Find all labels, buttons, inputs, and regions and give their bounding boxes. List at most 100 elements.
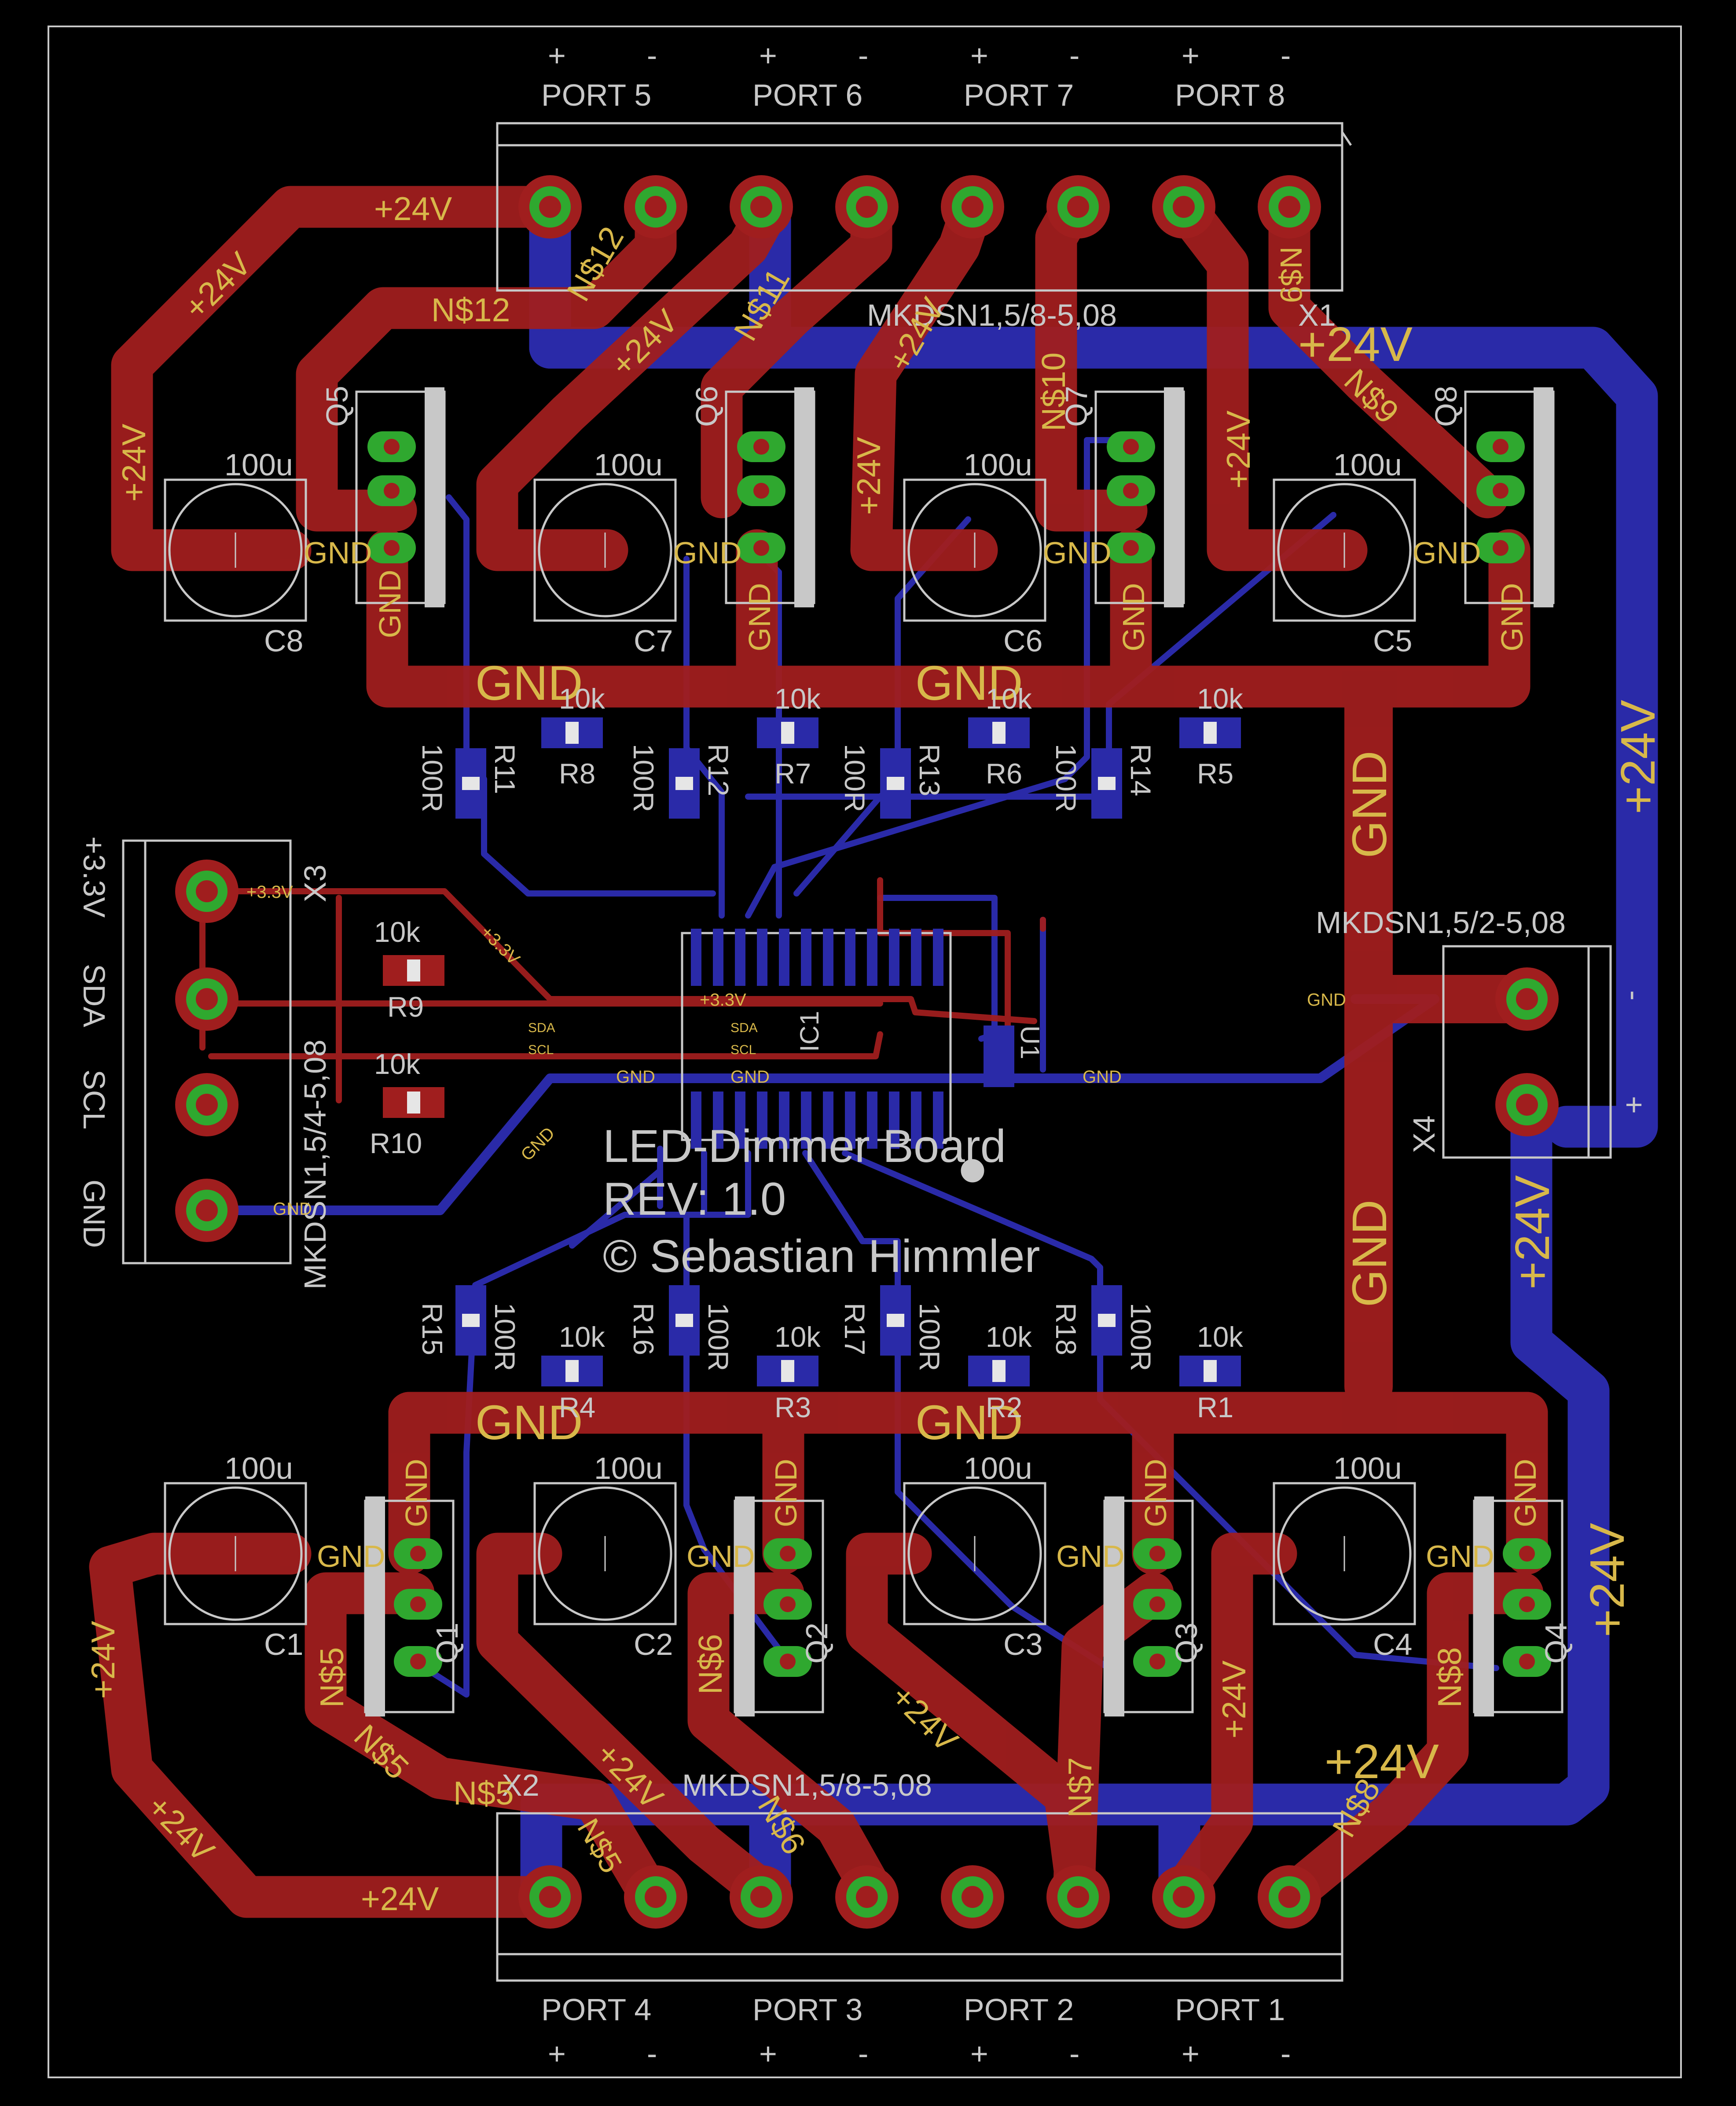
component-designators: 100u 100u 100u 100u C8 C7 C6 C5 100u 100… (224, 386, 1573, 1664)
x3-pin-label: SDA (77, 964, 111, 1027)
x3-pin-label: SCL (77, 1070, 111, 1129)
cap-value: 100u (224, 448, 293, 482)
net-label-gnd: GND (730, 1067, 770, 1087)
resistor-value: 100R (1050, 744, 1082, 812)
cap-value: 100u (964, 1451, 1032, 1485)
x2-labels: PORT 4 PORT 3 PORT 2 PORT 1 + - + - + - … (502, 1768, 1291, 2071)
transistor-name: Q8 (1429, 386, 1463, 427)
cap-value: 100u (594, 1451, 663, 1485)
board-outline (48, 26, 1682, 2078)
x1-minus: - (1069, 38, 1079, 73)
net-label-scl: SCL (528, 1043, 554, 1057)
resistor-value: 10k (774, 683, 821, 715)
board-text: LED-Dimmer Board REV: 1.0 © Sebastian Hi… (603, 1121, 1040, 1282)
x2-port-label: PORT 1 (1175, 1992, 1285, 2027)
resistor-labels: 10k 10k 10k 10k R8 R7 R6 R5 100R 100R 10… (370, 683, 1243, 1423)
net-label-24v: +24V (115, 424, 152, 502)
resistor-name: R15 (416, 1303, 448, 1355)
net-label-24v: +24V (84, 1621, 121, 1699)
x2-minus: - (858, 2036, 868, 2071)
net-label-gnd: GND (742, 583, 777, 651)
x4-labels: MKDSN1,5/2-5,08 X4 - + (1316, 905, 1652, 1153)
x3-part: MKDSN1,5/4-5,08 (298, 1040, 332, 1290)
net-label-n10: N$10 (1035, 353, 1072, 431)
net-label-n5: N$5 (313, 1647, 350, 1708)
net-label-24v: +24V (1215, 1661, 1252, 1738)
resistor-value: 10k (986, 1321, 1032, 1353)
x2-port-label: PORT 3 (752, 1992, 862, 2027)
net-label-scl: SCL (730, 1043, 756, 1057)
net-label-gnd: GND (304, 536, 372, 570)
net-label-n7: N$7 (1061, 1757, 1098, 1818)
resistor-name: R3 (774, 1391, 811, 1423)
resistor-name: R11 (489, 744, 521, 794)
x2-minus: - (1069, 2036, 1079, 2071)
board-copyright: © Sebastian Himmler (603, 1231, 1040, 1282)
x4-plus: + (1617, 1096, 1652, 1114)
x2-plus: + (548, 2036, 566, 2071)
resistor-value: 10k (559, 1321, 605, 1353)
resistor-value: 10k (1197, 683, 1243, 715)
net-label-gnd: GND (1343, 751, 1397, 858)
board-title: LED-Dimmer Board (603, 1121, 1006, 1172)
net-label-gnd: GND (1043, 536, 1112, 570)
net-label-gnd: GND (1508, 1459, 1542, 1527)
x1-minus: - (647, 38, 657, 73)
net-label-gnd: GND (915, 656, 1023, 710)
resistor-name: R12 (702, 744, 734, 796)
silkscreen-layer (122, 122, 1612, 1982)
cap-name: C2 (634, 1627, 673, 1661)
net-label-gnd: GND (1056, 1539, 1125, 1573)
transistor-name: Q2 (800, 1623, 834, 1664)
x1-labels: PORT 5 PORT 6 PORT 7 PORT 8 + - + - + - … (541, 38, 1336, 332)
cap-value: 100u (1333, 1451, 1402, 1485)
net-label-gnd: GND (1307, 990, 1346, 1010)
cap-value: 100u (1333, 448, 1402, 482)
transistor-name: Q6 (690, 386, 724, 427)
net-label-24v: +24V (361, 1880, 439, 1917)
x1-port-label: PORT 5 (541, 78, 651, 112)
resistor-name: R13 (914, 744, 946, 796)
net-label-24v: +24V (1580, 1523, 1634, 1637)
resistor-name: R10 (370, 1127, 422, 1159)
resistor-value: 10k (986, 683, 1032, 715)
x3-name: X3 (298, 864, 332, 902)
cap-name: C3 (1003, 1627, 1042, 1661)
ic-ref: U1 (1015, 1025, 1045, 1059)
x1-part: MKDSN1,5/8-5,08 (867, 298, 1117, 332)
net-label-gnd: GND (616, 1067, 655, 1087)
net-label-gnd: GND (317, 1539, 385, 1573)
net-label-n12: N$12 (431, 291, 510, 328)
resistor-name: R7 (774, 757, 811, 790)
cap-polarity-marks (235, 533, 1345, 1571)
x3-labels: +3.3V SDA SCL GND X3 MKDSN1,5/4-5,08 (77, 836, 332, 1290)
x2-plus: + (759, 2036, 777, 2071)
cap-name: C7 (634, 624, 673, 658)
resistor-value: 100R (416, 744, 448, 812)
net-label-gnd: GND (1343, 1200, 1397, 1307)
x4-minus: - (1617, 990, 1652, 1000)
transistor-name: Q3 (1169, 1623, 1204, 1664)
net-label-24v: +24V (1611, 700, 1665, 814)
x3-pin-label: GND (77, 1180, 111, 1248)
x1-plus: + (970, 38, 988, 73)
resistor-name: R18 (1050, 1303, 1082, 1355)
net-label-gnd: GND (1495, 583, 1529, 651)
resistor-name: R17 (839, 1303, 871, 1355)
resistor-value: 100R (702, 1303, 734, 1371)
net-label-gnd: GND (686, 1539, 755, 1573)
net-label-gnd: GND (273, 1199, 312, 1219)
board-revision: REV: 1.0 (603, 1173, 786, 1225)
resistor-name: R14 (1125, 744, 1157, 796)
net-label-24v: +24V (1220, 411, 1257, 489)
cap-value: 100u (224, 1451, 293, 1485)
x2-plus: + (1182, 2036, 1200, 2071)
transistor-name: Q5 (320, 386, 354, 427)
x1-port-label: PORT 6 (752, 78, 862, 112)
x3-pin-label: +3.3V (77, 836, 111, 918)
net-label-n6: N$6 (692, 1634, 729, 1694)
resistor-name: R8 (559, 757, 595, 790)
resistor-value: 10k (559, 683, 605, 715)
transistor-tabs (365, 387, 1553, 1716)
net-label-gnd: GND (1083, 1067, 1122, 1087)
